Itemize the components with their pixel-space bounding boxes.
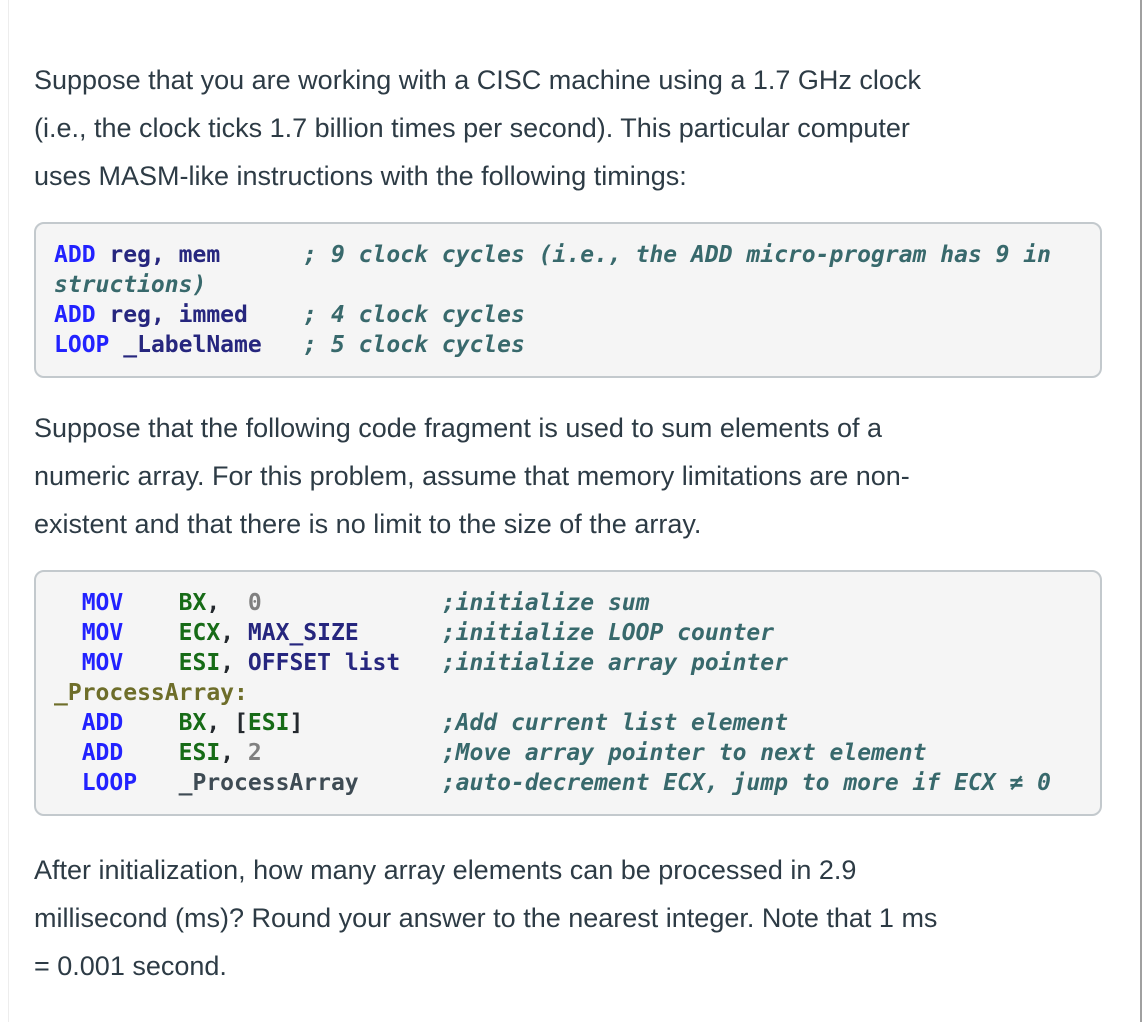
code-spacing [54,770,82,796]
code-line: ADD BX, [ESI] ;Add current list element [54,708,1082,738]
code-token-lbl: _ProcessArray: [54,680,248,706]
code-line: LOOP _ProcessArray ;auto-decrement ECX, … [54,768,1082,798]
code-token-reg: ECX [178,620,221,646]
code-spacing [303,710,441,736]
question-body: Suppose that you are working with a CISC… [34,56,1102,1012]
text-line: millisecond (ms)? Round your answer to t… [34,903,938,933]
code-token-pn: , [220,740,235,766]
code-token-ref: _ProcessArray [178,770,359,796]
code-spacing [400,650,442,676]
code-spacing [359,770,442,796]
code-spacing [234,740,248,766]
code-spacing [54,710,82,736]
code-token-kw: ADD [54,302,96,328]
code-spacing [137,770,179,796]
text-line: Suppose that the following code fragment… [34,413,882,443]
code-token-op: OFFSET list [247,650,401,676]
code-token-kw: MOV [81,620,124,646]
code-spacing [248,302,303,328]
code-line: MOV ECX, MAX_SIZE ;initialize LOOP count… [54,618,1082,648]
code-line: ADD reg, immed ; 4 clock cycles [54,300,1082,330]
code-token-cm: ; 5 clock cycles [303,332,525,358]
code-token-cm: ;initialize array pointer [441,650,788,676]
code-token-kw: MOV [81,590,124,616]
code-spacing [54,650,82,676]
question-paragraph-intro: Suppose that you are working with a CISC… [34,56,1102,200]
code-token-op: MAX_SIZE [247,620,359,646]
text-line: = 0.001 second. [34,951,227,981]
code-token-pn: , [220,620,235,646]
code-spacing [123,620,178,646]
code-spacing [220,242,303,268]
code-line: ADD ESI, 2 ;Move array pointer to next e… [54,738,1082,768]
code-spacing [359,620,442,646]
code-spacing [123,590,178,616]
code-token-cm: ;initialize LOOP counter [441,620,775,646]
code-token-reg: ESI [178,740,221,766]
code-token-reg: ESI [178,650,221,676]
code-token-cm: ;initialize sum [441,590,650,616]
code-spacing [123,650,178,676]
code-spacing [54,740,82,766]
code-token-kw: ADD [54,242,96,268]
code-token-kw: MOV [81,650,124,676]
code-token-cm: structions) [54,272,207,298]
code-token-pn: [ [234,710,248,736]
code-token-cm: ;Add current list element [441,710,788,736]
code-line: MOV BX, 0 ;initialize sum [54,588,1082,618]
code-spacing [54,590,82,616]
code-line: LOOP _LabelName ; 5 clock cycles [54,330,1082,360]
code-spacing [262,590,442,616]
code-spacing [262,740,442,766]
page-left-border [8,0,9,1022]
code-spacing [234,650,248,676]
code-line: ADD reg, mem ; 9 clock cycles (i.e., the… [54,240,1082,270]
sum-array-code-block: MOV BX, 0 ;initialize sum MOV ECX, MAX_S… [34,570,1102,816]
code-spacing [123,710,178,736]
text-line: After initialization, how many array ele… [34,855,857,885]
code-spacing [96,302,110,328]
code-token-op: reg, mem [109,242,221,268]
code-token-reg: BX [178,710,207,736]
text-line: existent and that there is no limit to t… [34,509,702,539]
code-token-kw: ADD [81,710,124,736]
code-token-pn: ] [289,710,304,736]
instruction-timings-code-block: ADD reg, mem ; 9 clock cycles (i.e., the… [34,222,1102,378]
code-token-kw: LOOP [54,332,110,358]
code-line: _ProcessArray: [54,678,1082,708]
code-token-num: 2 [247,740,262,766]
code-token-cm: ;auto-decrement ECX, jump to more if ECX… [441,770,1052,796]
code-token-cm: ; 4 clock cycles [303,302,525,328]
code-token-pn: , [206,710,235,736]
code-token-op: reg, immed [109,302,248,328]
code-token-cm: ; 9 clock cycles (i.e., the ADD micro-pr… [303,242,1052,268]
code-token-num: 0 [247,590,262,616]
code-spacing [234,620,248,646]
code-line: MOV ESI, OFFSET list ;initialize array p… [54,648,1082,678]
question-paragraph-prompt: After initialization, how many array ele… [34,846,1102,990]
code-line: structions) [54,270,1082,300]
code-token-kw: ADD [81,740,124,766]
code-token-pn: , [206,590,221,616]
code-spacing [96,242,110,268]
code-token-kw: LOOP [81,770,138,796]
code-token-pn: , [220,650,235,676]
text-line: numeric array. For this problem, assume … [34,461,910,491]
text-line: (i.e., the clock ticks 1.7 billion times… [34,113,910,143]
text-line: Suppose that you are working with a CISC… [34,65,921,95]
code-token-op: _LabelName [123,332,262,358]
code-spacing [220,590,248,616]
question-paragraph-code-intro: Suppose that the following code fragment… [34,404,1102,548]
code-token-cm: ;Move array pointer to next element [441,740,927,766]
scrollbar[interactable] [1140,0,1142,1022]
text-line: uses MASM-like instructions with the fol… [34,161,687,191]
code-spacing [123,740,178,766]
code-spacing [109,332,123,358]
code-spacing [54,620,82,646]
code-spacing [262,332,304,358]
code-token-reg: BX [178,590,207,616]
code-token-reg: ESI [247,710,290,736]
